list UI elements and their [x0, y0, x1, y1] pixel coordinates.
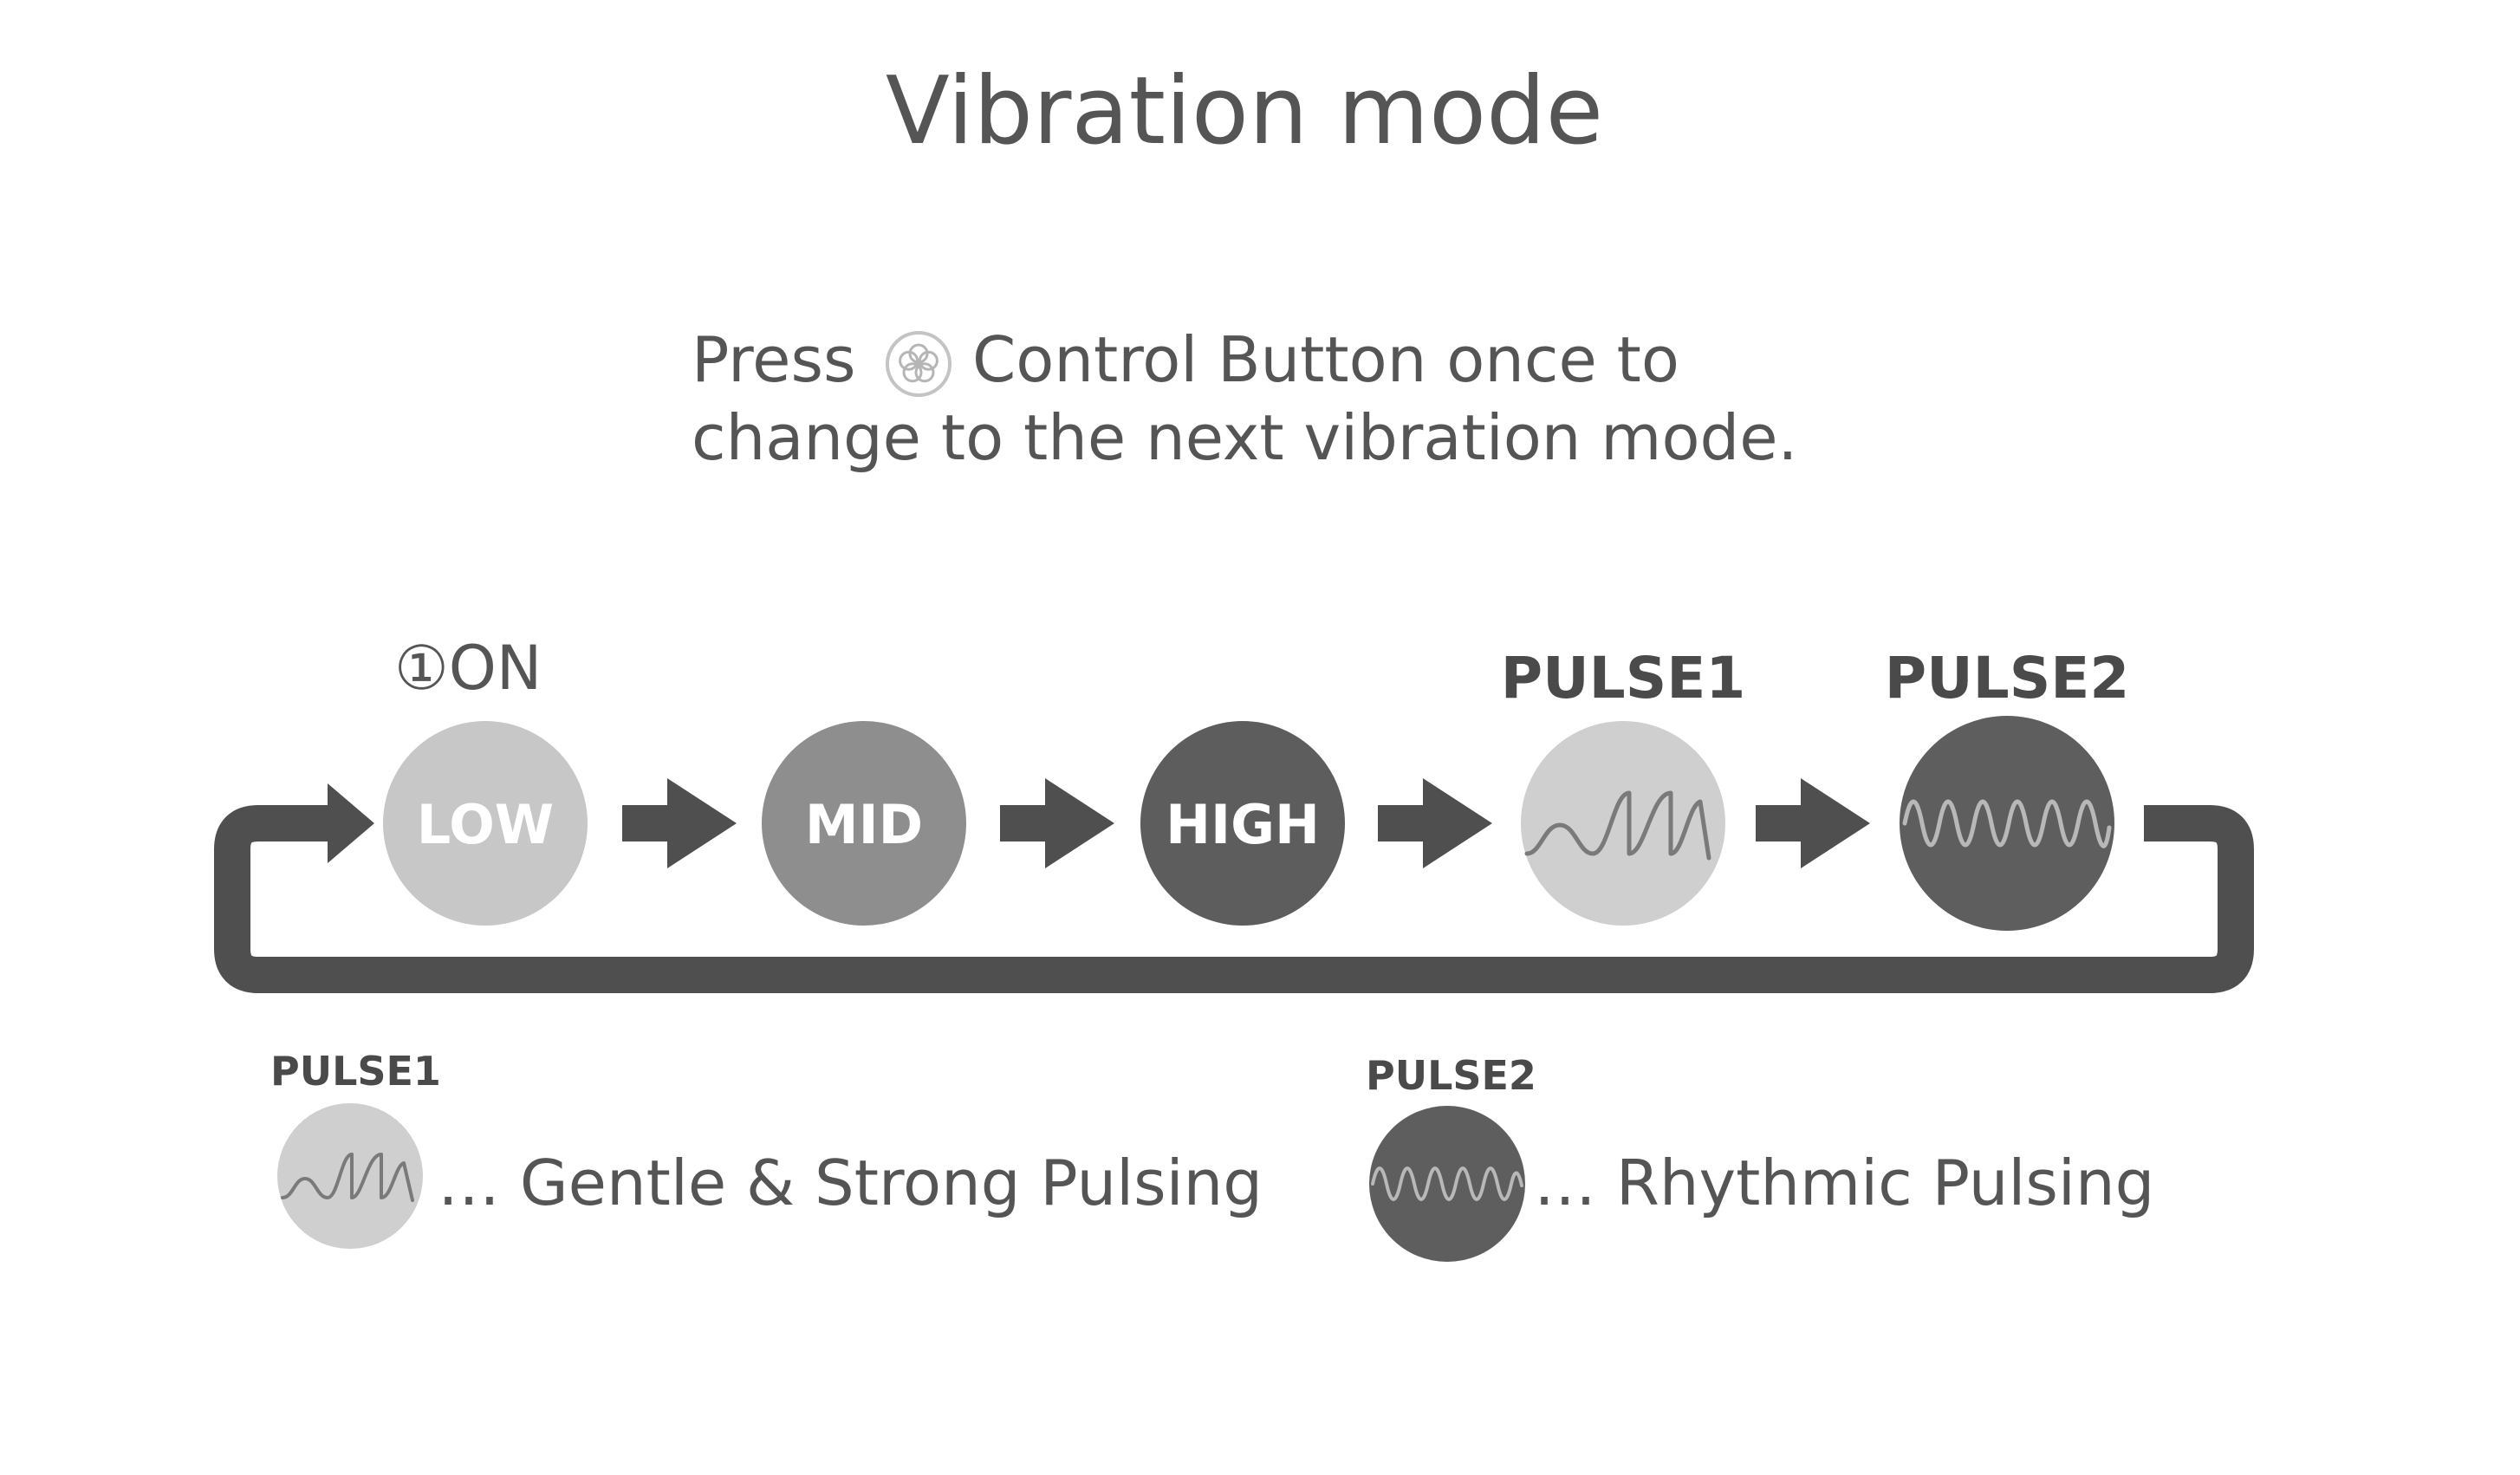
legend-gentle-strong-wave-icon: [281, 1153, 414, 1202]
arrow-low-to-mid: [622, 778, 737, 868]
legend-pulse2-name: PULSE2: [1366, 1052, 1536, 1099]
mode-circle-low: [383, 721, 588, 926]
mode-header-pulse2: PULSE2: [1885, 645, 2130, 712]
instruction-line-2: change to the next vibration mode.: [692, 401, 1797, 474]
legend-pulse1-description: … Gentle & Strong Pulsing: [438, 1147, 1263, 1219]
rhythmic-wave-icon: [1902, 799, 2112, 848]
instruction-line-1-start: Press: [692, 323, 856, 396]
legend-pulse1-name: PULSE1: [270, 1048, 441, 1095]
page-title: Vibration mode: [886, 57, 1603, 166]
mode-circle-high: [1140, 721, 1345, 926]
mode-header-pulse1: PULSE1: [1501, 645, 1746, 712]
gentle-strong-wave-icon: [1524, 790, 1711, 861]
arrow-mid-to-high: [1000, 778, 1114, 868]
on-label: ①ON: [394, 633, 542, 704]
flower-button-icon: [886, 331, 951, 397]
instruction-line-1-end: Control Button once to: [972, 323, 1679, 396]
legend-pulse2-circle: [1369, 1106, 1525, 1262]
mode-circle-mid: [762, 721, 966, 926]
legend-rhythmic-wave-icon: [1371, 1166, 1523, 1201]
mode-label-mid: MID: [805, 793, 923, 856]
return-loop-line: [214, 805, 2254, 993]
mode-label-high: HIGH: [1166, 793, 1320, 856]
arrow-pulse1-to-pulse2: [1756, 778, 1870, 868]
arrow-high-to-pulse1: [1378, 778, 1492, 868]
mode-circle-pulse1: [1521, 721, 1725, 926]
loop-arrowhead: [328, 783, 374, 863]
mode-label-low: LOW: [417, 793, 554, 856]
legend-pulse2-description: … Rhythmic Pulsing: [1534, 1147, 2154, 1219]
